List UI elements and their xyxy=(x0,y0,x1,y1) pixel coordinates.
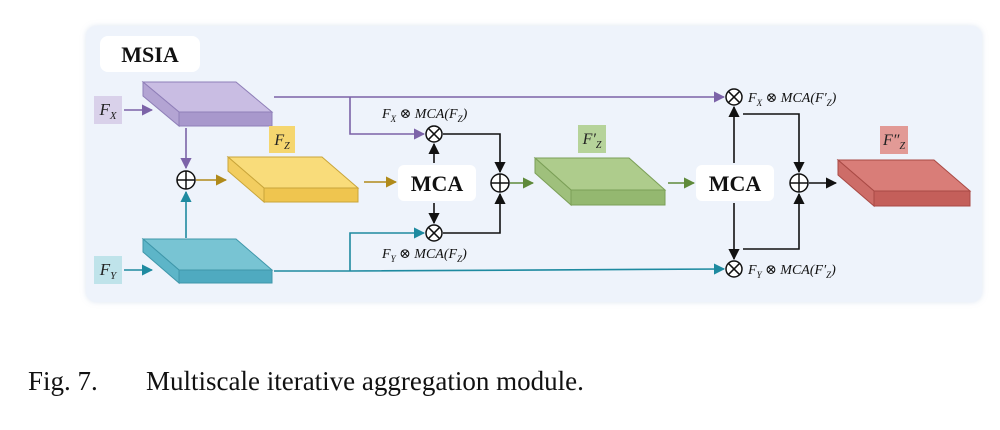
figure-caption-text: Multiscale iterative aggregation module. xyxy=(146,366,584,396)
svg-text:FZ: FZ xyxy=(273,132,290,152)
multiply-operator-top-1 xyxy=(425,125,443,143)
module-title-tab xyxy=(100,36,200,72)
arrow-mul-bottom-2-to-add-3 xyxy=(743,192,805,250)
arrow-mul-bottom-1-to-add-2 xyxy=(443,192,506,234)
fy-label: FY xyxy=(94,256,122,284)
formula-fx-mca-fz1: FX ⊗ MCA(F′Z) xyxy=(747,91,837,108)
arrow-mul-top-1-to-add-2 xyxy=(443,133,506,174)
arrow-fx-to-mul-top-1 xyxy=(349,97,426,140)
mca-label-2: MCA xyxy=(709,171,762,196)
add-operator-2 xyxy=(490,173,510,193)
formula-fx-mca-fz: FX ⊗ MCA(FZ) xyxy=(381,107,468,124)
svg-text:F′Z: F′Z xyxy=(582,131,602,151)
mca-label-1: MCA xyxy=(411,171,464,196)
figure-number: Fig. 7. xyxy=(28,366,98,396)
mca-block-2 xyxy=(696,165,774,201)
add-operator-1 xyxy=(176,170,196,190)
fz2-label: F″Z xyxy=(880,126,908,154)
formula-fy-mca-fz: FY ⊗ MCA(FZ) xyxy=(381,247,467,264)
module-panel xyxy=(86,26,982,302)
add-operator-3 xyxy=(789,173,809,193)
svg-text:F″Z: F″Z xyxy=(882,132,905,152)
multiply-operator-bottom-2 xyxy=(725,260,743,278)
module-title: MSIA xyxy=(121,42,179,67)
svg-text:FX: FX xyxy=(98,100,117,122)
svg-text:FY: FY xyxy=(99,260,118,282)
figure-caption: Fig. 7. Multiscale iterative aggregation … xyxy=(28,366,584,397)
mca-block-1 xyxy=(398,165,476,201)
multiply-operator-bottom-1 xyxy=(425,224,443,242)
formula-fy-mca-fz1: FY ⊗ MCA(F′Z) xyxy=(747,263,836,280)
fz1-label: F′Z xyxy=(578,125,606,153)
fz1-feature-slab xyxy=(533,156,667,207)
arrow-fy-to-mul-bottom-1 xyxy=(349,227,426,271)
fz-feature-slab xyxy=(226,155,360,204)
fz2-feature-slab xyxy=(836,158,972,208)
multiply-operator-top-2 xyxy=(725,88,743,106)
fx-label: FX xyxy=(94,96,122,124)
fz-label: FZ xyxy=(269,126,295,153)
arrow-mul-top-2-to-add-3 xyxy=(743,113,805,174)
fy-feature-slab xyxy=(141,237,274,285)
